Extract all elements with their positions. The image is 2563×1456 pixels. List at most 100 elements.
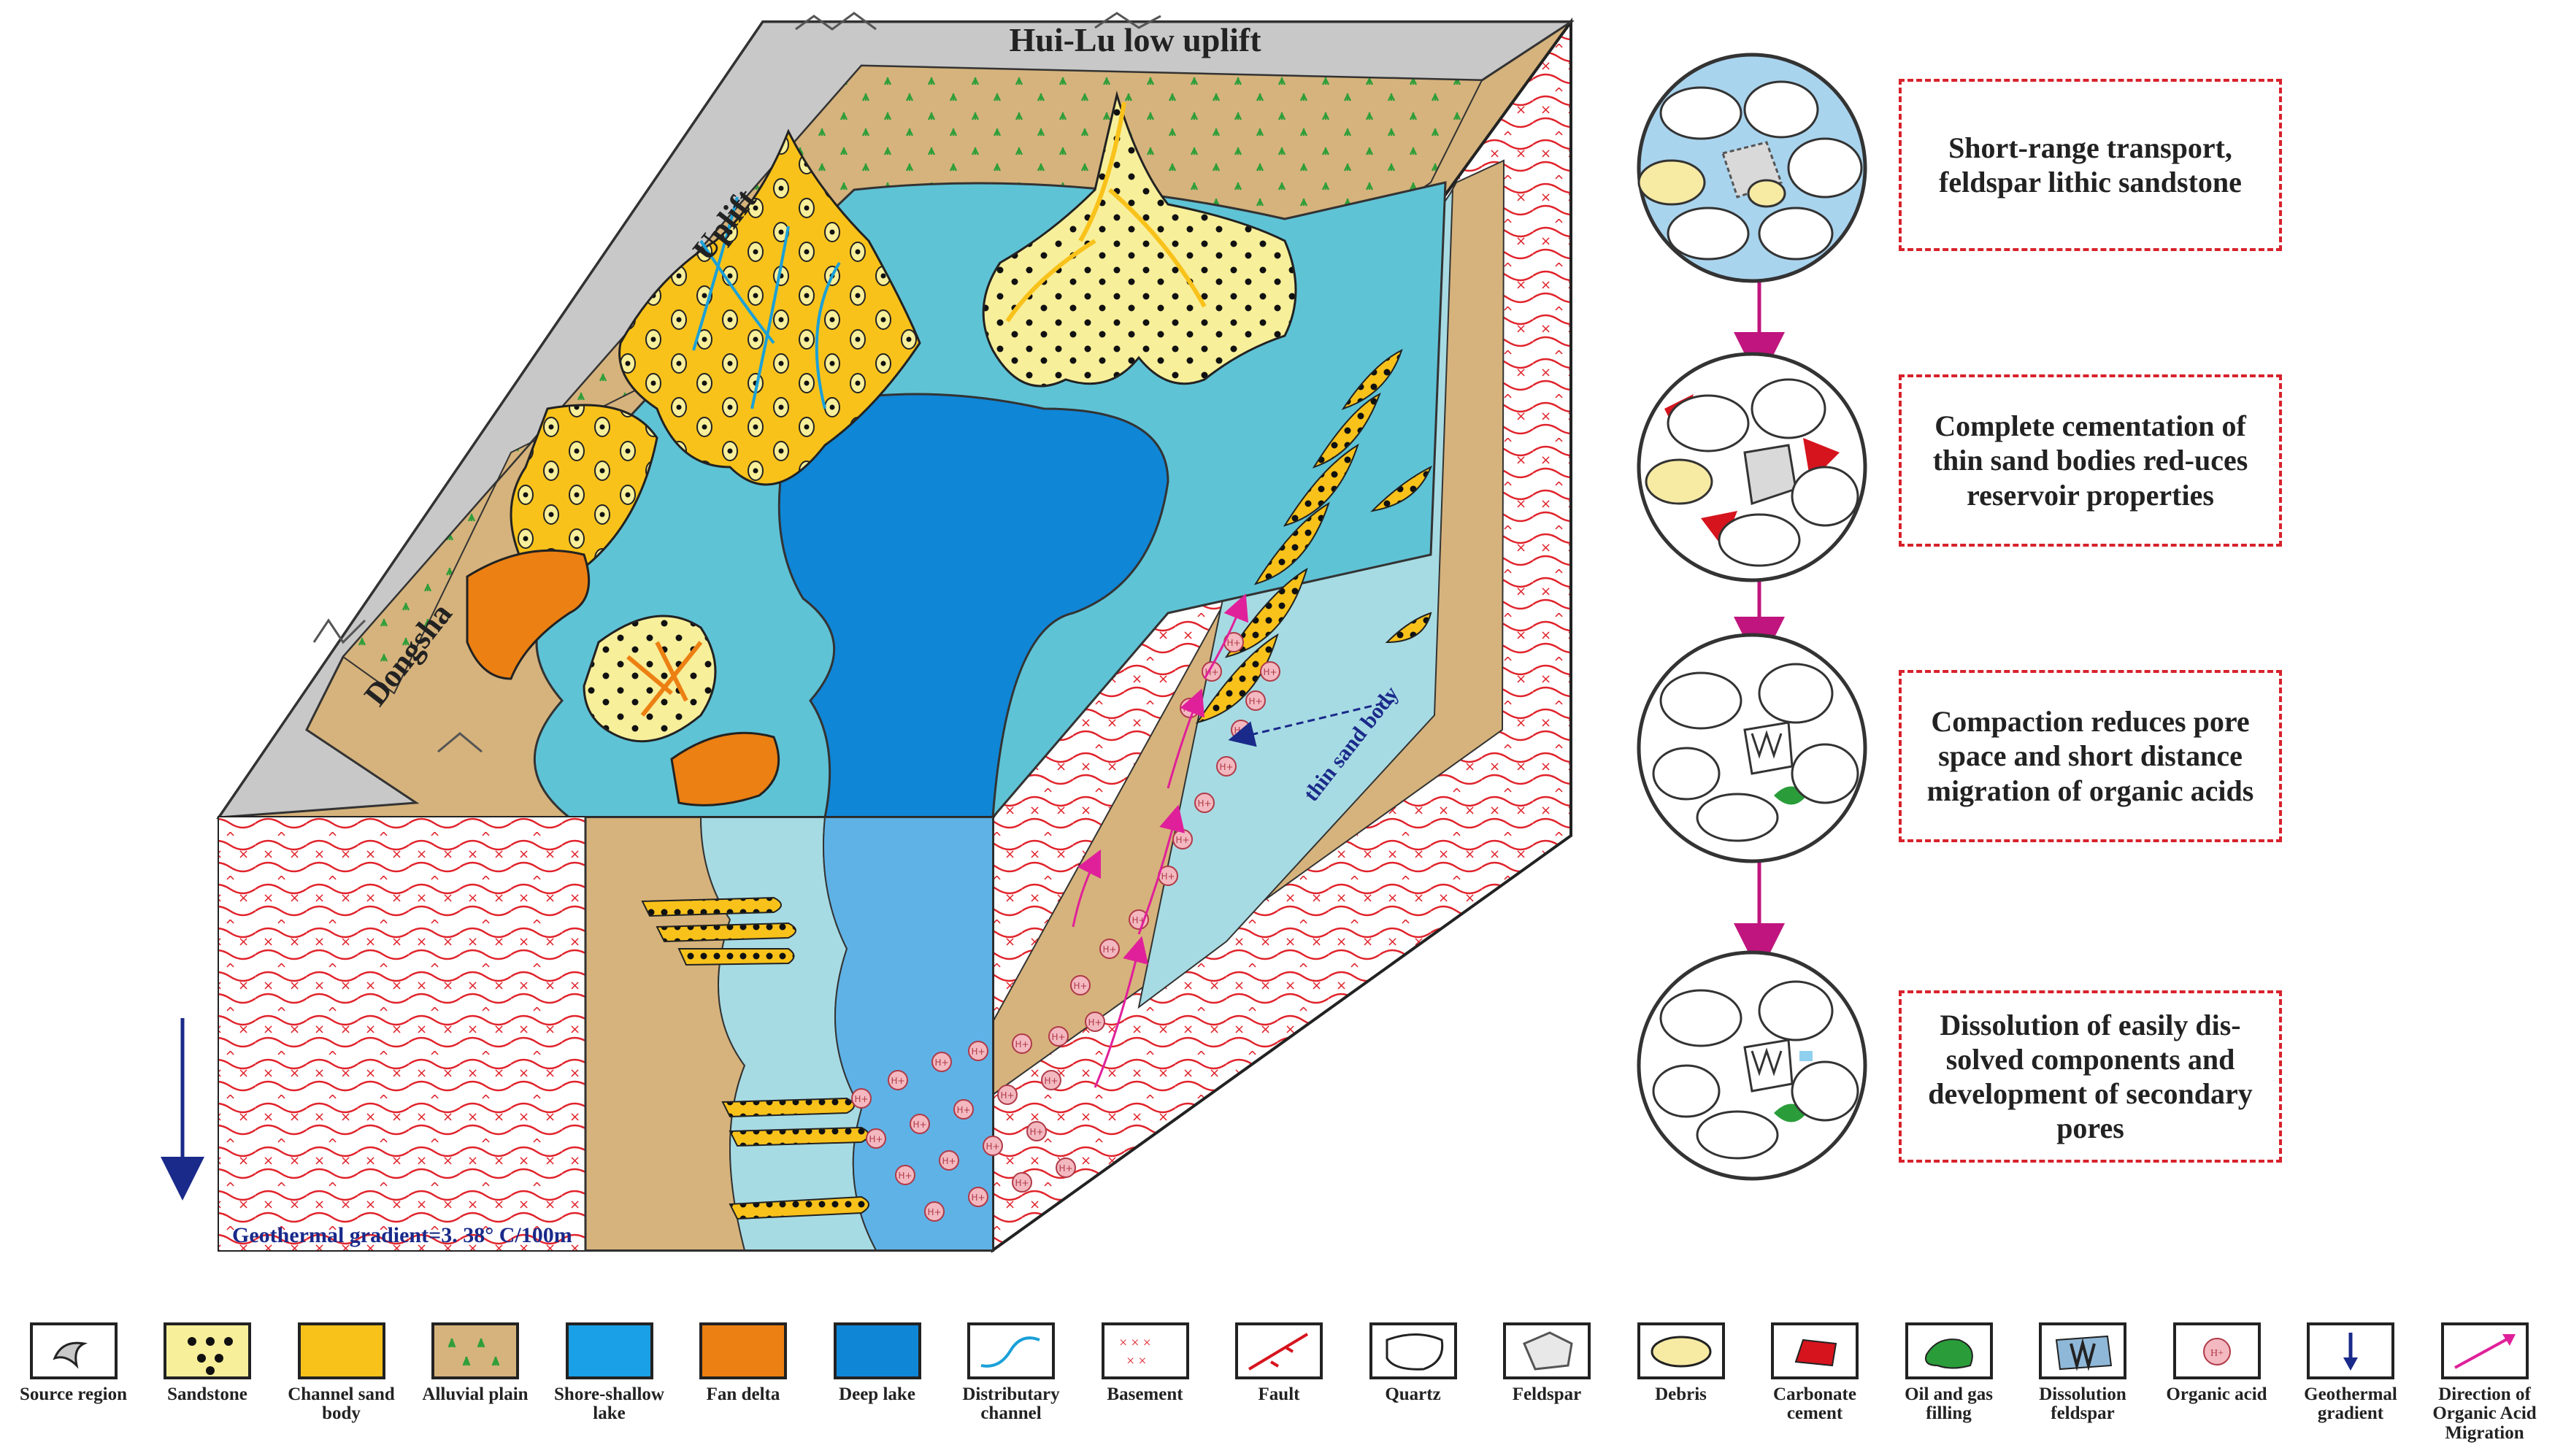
geothermal-gradient-label: Geothermal gradient=3. 38° C/100m bbox=[232, 1223, 572, 1247]
legend-label: Debris bbox=[1655, 1384, 1707, 1404]
organic-acid-symbol: H+ bbox=[869, 1134, 883, 1144]
organic-acid-marker bbox=[1041, 1070, 1061, 1090]
distributary-channel-swatch-icon bbox=[967, 1322, 1055, 1379]
sandstone-fan-lower bbox=[583, 615, 717, 743]
organic-acid-symbol: H+ bbox=[1073, 981, 1087, 991]
dissolution-feldspar-swatch-icon bbox=[2039, 1322, 2126, 1379]
organic-acid-symbol: H+ bbox=[898, 1171, 912, 1181]
legend-item-channel-sand-body: Channel sand body bbox=[274, 1322, 409, 1424]
organic-acid-marker bbox=[968, 1187, 988, 1207]
legend-item-distributary-channel: Distributary channel bbox=[944, 1322, 1079, 1424]
channel-sand-body-swatch-icon bbox=[297, 1322, 385, 1379]
organic-acid-swatch-icon: H+ bbox=[2172, 1322, 2261, 1379]
organic-acid-symbol: H+ bbox=[1000, 1090, 1014, 1101]
legend-label: Fan delta bbox=[706, 1384, 780, 1404]
organic-acid-marker bbox=[895, 1165, 915, 1185]
legend-label: Feldspar bbox=[1512, 1384, 1582, 1404]
organic-acid-symbol: H+ bbox=[1015, 1039, 1029, 1049]
basement-swatch-icon: × × ×× × bbox=[1101, 1322, 1189, 1379]
organic-acid-marker bbox=[983, 1136, 1003, 1156]
carbonate-cement-swatch-icon bbox=[1771, 1322, 1859, 1379]
organic-acid-marker bbox=[939, 1150, 959, 1171]
feldspar-swatch-icon bbox=[1503, 1322, 1591, 1379]
front-basement-left bbox=[219, 817, 585, 1250]
hui-lu-label: Hui-Lu low uplift bbox=[1009, 21, 1261, 58]
organic-acid-markers: H+ H+ H+ H+ H+ H+ H+ H+ H+ H+ H+ H+ H+ H+ H+ H+ H+ H+ H+ H+… bbox=[851, 632, 1280, 1222]
thin-sand-lenses-top bbox=[1195, 349, 1432, 724]
legend-label: Channel sand body bbox=[288, 1384, 395, 1424]
stage-box-4: Dissolution of easily dis-solved compone… bbox=[1899, 990, 2282, 1163]
organic-acid-marker bbox=[910, 1114, 930, 1134]
organic-acid-symbol: H+ bbox=[1044, 1076, 1058, 1086]
organic-acid-symbol: H+ bbox=[971, 1193, 985, 1203]
thin-sand-lenses-front bbox=[641, 896, 869, 1220]
organic-acid-symbol: H+ bbox=[1058, 1163, 1072, 1174]
shore-shallow-lake-swatch-icon bbox=[565, 1322, 653, 1379]
legend-item-organic-acid-migration: Direction of Organic Acid Migration bbox=[2417, 1322, 2552, 1443]
organic-acid-marker bbox=[924, 1201, 945, 1222]
legend-label: Source region bbox=[20, 1384, 127, 1404]
source-region-swatch-icon bbox=[29, 1322, 118, 1379]
organic-acid-symbol: H+ bbox=[854, 1094, 868, 1104]
organic-acid-marker bbox=[866, 1128, 886, 1149]
legend-item-feldspar: Feldspar bbox=[1480, 1322, 1615, 1404]
legend-item-fan-delta: Fan delta bbox=[676, 1322, 811, 1404]
legend-label: Geothermal gradient bbox=[2304, 1384, 2397, 1424]
legend-label: Direction of Organic Acid Migration bbox=[2432, 1384, 2537, 1443]
legend-label: Alluvial plain bbox=[422, 1384, 529, 1404]
legend-label: Deep lake bbox=[839, 1384, 915, 1404]
organic-acid-symbol: H+ bbox=[985, 1141, 999, 1152]
organic-acid-symbol: H+ bbox=[1234, 725, 1248, 736]
organic-acid-marker bbox=[888, 1070, 908, 1090]
thin-section-stage-1 bbox=[1637, 53, 1867, 283]
organic-acid-symbol: H+ bbox=[1015, 1178, 1029, 1188]
fan-delta bbox=[466, 549, 591, 680]
legend-item-deep-lake: Deep lake bbox=[810, 1322, 945, 1404]
organic-acid-marker bbox=[1012, 1033, 1032, 1054]
channel-sand-fan bbox=[618, 128, 921, 486]
organic-acid-symbol: H+ bbox=[934, 1058, 948, 1068]
legend-label: Shore-shallow lake bbox=[554, 1384, 664, 1424]
legend-item-sandstone: Sandstone bbox=[140, 1322, 275, 1404]
organic-acid-symbol: H+ bbox=[1088, 1017, 1102, 1028]
organic-acid-symbol: H+ bbox=[891, 1076, 904, 1086]
legend-item-geothermal-gradient: Geothermal gradient bbox=[2283, 1322, 2418, 1424]
legend-label: Carbonate cement bbox=[1773, 1384, 1856, 1424]
legend-item-dissolution-feldspar: Dissolution feldspar bbox=[2016, 1322, 2151, 1424]
organic-acid-symbol: H+ bbox=[1226, 638, 1240, 648]
organic-acid-marker bbox=[1194, 793, 1215, 813]
legend-item-basement: × × ×× ×Basement bbox=[1077, 1322, 1213, 1404]
organic-acid-marker bbox=[1012, 1172, 1032, 1193]
diagenesis-sequence bbox=[1637, 53, 1867, 1181]
organic-acid-marker bbox=[1216, 756, 1237, 777]
organic-acid-symbol: H+ bbox=[1219, 762, 1233, 772]
organic-acid-marker bbox=[968, 1041, 988, 1061]
debris-swatch-icon bbox=[1637, 1322, 1725, 1379]
organic-acid-symbol: H+ bbox=[1161, 871, 1175, 882]
legend-item-shore-shallow-lake: Shore-shallow lake bbox=[542, 1322, 677, 1424]
organic-acid-marker bbox=[1048, 1026, 1069, 1047]
organic-acid-marker bbox=[1085, 1012, 1105, 1032]
organic-acid-symbol: H+ bbox=[1197, 798, 1211, 809]
organic-acid-marker bbox=[1245, 690, 1266, 711]
svg-text:× ×: × × bbox=[1126, 1353, 1147, 1369]
thin-section-stage-4 bbox=[1637, 950, 1867, 1181]
thin-section-stage-2 bbox=[1637, 352, 1867, 582]
fan-delta-lower bbox=[670, 731, 780, 806]
migration-arrows bbox=[1072, 593, 1395, 1088]
organic-acid-marker bbox=[851, 1088, 872, 1109]
organic-acid-symbol: H+ bbox=[1248, 696, 1262, 706]
stage-box-3: Compaction reduces pore space and short … bbox=[1899, 670, 2282, 842]
organic-acid-symbol: H+ bbox=[1029, 1127, 1043, 1137]
organic-acid-symbol: H+ bbox=[912, 1120, 926, 1130]
legend-item-debris: Debris bbox=[1613, 1322, 1748, 1404]
oil-gas-filling-swatch-icon bbox=[1905, 1322, 1993, 1379]
organic-acid-marker bbox=[953, 1099, 974, 1120]
organic-acid-symbol: H+ bbox=[1102, 944, 1116, 955]
legend-item-carbonate-cement: Carbonate cement bbox=[1748, 1322, 1883, 1424]
organic-acid-symbol: H+ bbox=[956, 1105, 970, 1115]
geothermal-gradient-swatch-icon bbox=[2307, 1322, 2394, 1379]
fan-delta-swatch-icon bbox=[699, 1322, 787, 1379]
legend-item-oil-gas-filling: Oil and gas filling bbox=[1881, 1322, 2016, 1424]
legend-label: Fault bbox=[1258, 1384, 1300, 1404]
